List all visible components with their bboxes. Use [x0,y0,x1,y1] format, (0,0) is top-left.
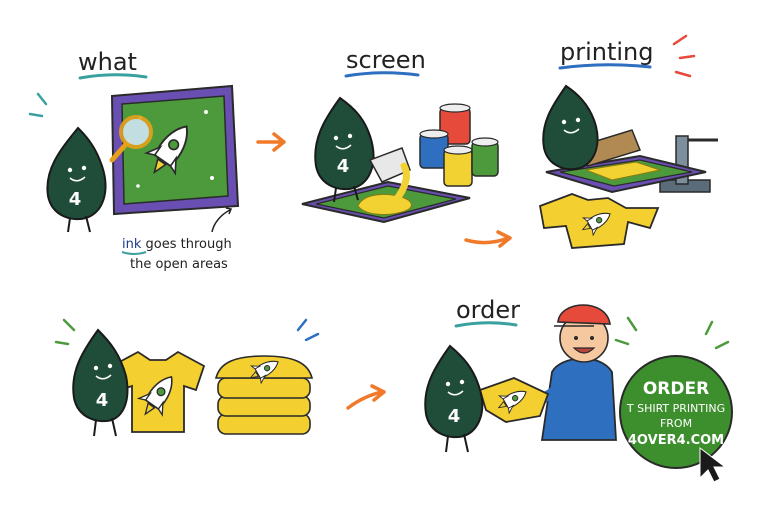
label-what: what [78,48,137,76]
underline-order [454,321,518,328]
held-shirt [110,350,206,433]
label-order: order [456,296,520,324]
arrow-3 [346,384,386,410]
mascot-number: 4 [69,189,82,210]
mascot-number: 4 [337,156,350,177]
sparkle-lines [614,316,730,350]
cta-line-2: T SHIRT PRINTING [626,402,725,415]
folded-shirt-stack [214,352,314,435]
handed-shirt [478,377,550,423]
screen-frame-flat [301,180,471,224]
arrow-1 [256,132,286,152]
mascot-inspecting: 4 [46,115,153,233]
screen-frame-what [110,84,240,216]
order-cta-button[interactable]: ORDER T SHIRT PRINTING FROM 4OVER4.COM [619,355,733,469]
magnifying-glass-icon [109,115,153,163]
mascot-receiving: 4 [424,344,484,453]
paint-cans [419,103,499,187]
cta-line-4: 4OVER4.COM [628,433,724,448]
label-screen: screen [346,46,426,74]
mascot-pouring: 4 [314,96,411,204]
mouse-cursor-icon [699,446,727,483]
mascot-holding-shirt: 4 [72,328,129,437]
mascot-number: 4 [96,390,109,411]
pour-bucket [368,147,411,204]
note-line-2: the open areas [130,257,228,272]
sparkle-lines [54,318,76,346]
underline-what [78,73,148,80]
cta-line-1: ORDER [643,379,709,399]
sparkle-lines [296,318,320,342]
mascot-printing [542,84,599,171]
screen-press [545,129,718,194]
sparkle-lines [28,92,48,118]
sparkle-lines [672,34,696,78]
underline-screen [344,71,420,78]
label-printing: printing [560,38,654,66]
mascot-number: 4 [448,406,461,427]
ink-note: ink goes through the open areas [121,207,233,272]
arrow-2 [464,230,512,248]
customer-person [521,304,617,441]
underline-printing [558,63,652,70]
note-line-1: ink goes through [122,237,232,252]
shirt-on-press [538,193,660,249]
cta-line-3: FROM [660,417,692,430]
